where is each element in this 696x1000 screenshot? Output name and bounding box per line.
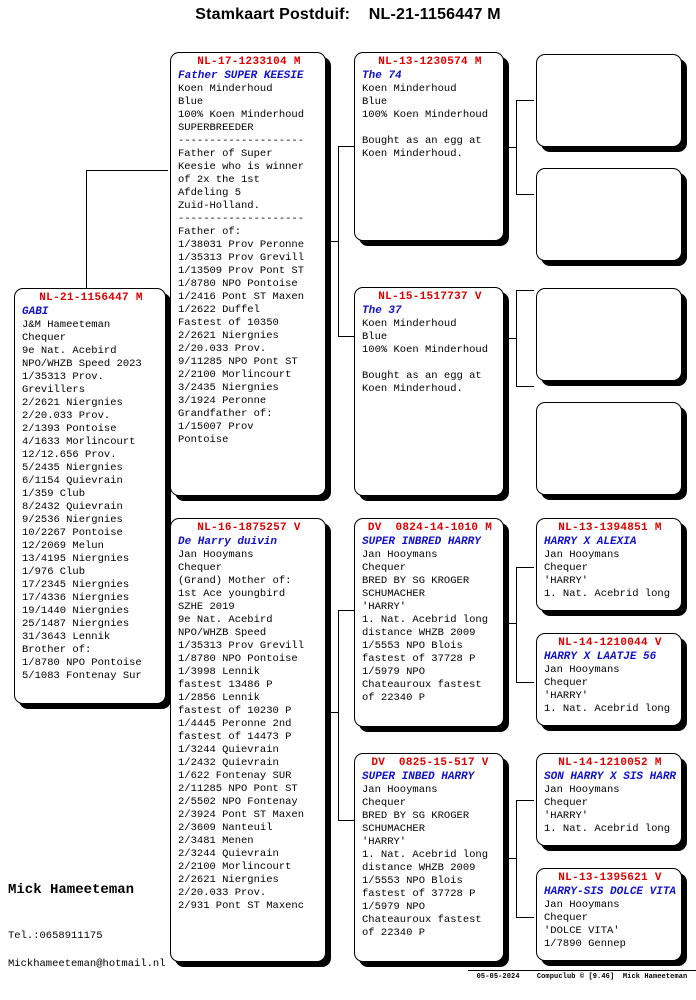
- connector-gp4-to-ggp7: [516, 800, 534, 802]
- card-subject-details: J&M Hameeteman Chequer 9e Nat. Acebird N…: [22, 319, 142, 682]
- card-greatgrandparent-7-ring: NL-14-1210052 M: [558, 757, 662, 769]
- card-greatgrandparent-5-details: Jan Hooymans Chequer 'HARRY' 1. Nat. Ace…: [544, 549, 671, 600]
- card-grandparent-2-nickname: The 37: [362, 305, 402, 317]
- card-greatgrandparent-6-ring: NL-14-1210044 V: [558, 637, 662, 649]
- connector-gp3-vertical: [516, 567, 518, 682]
- card-greatgrandparent-4[interactable]: [536, 402, 682, 495]
- card-father-details: Koen Minderhoud Blue 100% Koen Minderhou…: [178, 83, 305, 446]
- connector-father-stub: [322, 241, 339, 243]
- card-greatgrandparent-5-nickname: HARRY X ALEXIA: [544, 536, 637, 548]
- card-grandparent-2-details: Koen Minderhoud Blue 100% Koen Minderhou…: [362, 318, 489, 395]
- card-grandparent-2-ring: NL-15-1517737 V: [378, 291, 482, 303]
- card-greatgrandparent-2[interactable]: [536, 168, 682, 261]
- card-father-nickname: Father SUPER KEESIE: [178, 70, 304, 82]
- connector-subject-stub: [86, 283, 88, 289]
- card-subject[interactable]: NL-21-1156447 M GABI J&M Hameeteman Cheq…: [14, 288, 166, 704]
- connector-gp3-to-ggp5: [516, 567, 534, 569]
- connector-gp1-to-ggp1: [516, 100, 534, 102]
- card-mother-details: Jan Hooymans Chequer (Grand) Mother of: …: [178, 549, 305, 912]
- card-grandparent-4[interactable]: DV 0825-15-517 V SUPER INBED HARRY Jan H…: [354, 753, 504, 962]
- card-grandparent-3-details: Jan Hooymans Chequer BRED BY SG KROGER S…: [362, 549, 489, 704]
- card-greatgrandparent-7-details: Jan Hooymans Chequer 'HARRY' 1. Nat. Ace…: [544, 784, 671, 835]
- card-mother-nickname: De Harry duivin: [178, 536, 278, 548]
- card-grandparent-1-nickname: The 74: [362, 70, 402, 82]
- card-father-ring: NL-17-1233104 M: [197, 56, 301, 68]
- card-grandparent-3-nickname: SUPER INBRED HARRY: [362, 536, 481, 548]
- card-mother[interactable]: NL-16-1875257 V De Harry duivin Jan Hooy…: [170, 518, 326, 962]
- card-greatgrandparent-8-details: Jan Hooymans Chequer 'DOLCE VITA' 1/7890…: [544, 899, 626, 950]
- card-greatgrandparent-8-nickname: HARRY-SIS DOLCE VITA: [544, 886, 677, 898]
- connector-gp3-to-ggp6: [516, 682, 534, 684]
- owner-name: Mick Hameeteman: [8, 882, 135, 898]
- connector-to-father: [86, 170, 168, 172]
- connector-gp2-to-ggp4: [516, 386, 534, 388]
- card-greatgrandparent-1[interactable]: [536, 54, 682, 147]
- card-greatgrandparent-6-nickname: HARRY X LAATJE 56: [544, 651, 657, 663]
- card-grandparent-2[interactable]: NL-15-1517737 V The 37 Koen Minderhoud B…: [354, 287, 504, 496]
- connector-gp1-stub: [500, 147, 517, 149]
- card-grandparent-1-ring: NL-13-1230574 M: [378, 56, 482, 68]
- card-grandparent-4-details: Jan Hooymans Chequer BRED BY SG KROGER S…: [362, 784, 489, 939]
- card-greatgrandparent-8[interactable]: NL-13-1395621 V HARRY-SIS DOLCE VITA Jan…: [536, 868, 682, 961]
- connector-gp3-stub: [500, 623, 517, 625]
- card-greatgrandparent-7[interactable]: NL-14-1210052 M SON HARRY X SIS HARR Jan…: [536, 753, 682, 846]
- connector-gp2-stub: [500, 338, 517, 340]
- connector-father-to-gp1: [338, 146, 356, 148]
- connector-gp1-to-ggp2: [516, 194, 534, 196]
- owner-email: Mickhameeteman@hotmail.nl: [8, 958, 166, 970]
- footer-divider: [468, 970, 696, 971]
- card-greatgrandparent-8-ring: NL-13-1395621 V: [558, 872, 662, 884]
- card-subject-nickname: GABI: [22, 306, 49, 318]
- card-greatgrandparent-5[interactable]: NL-13-1394851 M HARRY X ALEXIA Jan Hooym…: [536, 518, 682, 611]
- card-father[interactable]: NL-17-1233104 M Father SUPER KEESIE Koen…: [170, 52, 326, 496]
- card-greatgrandparent-5-ring: NL-13-1394851 M: [558, 522, 662, 534]
- page-title: Stamkaart Postduif: NL-21-1156447 M: [195, 6, 501, 23]
- connector-father-to-gp2: [338, 336, 356, 338]
- card-subject-ring: NL-21-1156447 M: [39, 292, 143, 304]
- card-grandparent-4-ring: DV 0825-15-517 V: [371, 757, 489, 769]
- card-greatgrandparent-7-nickname: SON HARRY X SIS HARR: [544, 771, 677, 783]
- connector-mother-to-gp4: [338, 820, 356, 822]
- card-greatgrandparent-6[interactable]: NL-14-1210044 V HARRY X LAATJE 56 Jan Ho…: [536, 633, 682, 726]
- card-grandparent-4-nickname: SUPER INBED HARRY: [362, 771, 475, 783]
- card-greatgrandparent-3[interactable]: [536, 288, 682, 381]
- card-grandparent-1[interactable]: NL-13-1230574 M The 74 Koen Minderhoud B…: [354, 52, 504, 241]
- card-greatgrandparent-6-details: Jan Hooymans Chequer 'HARRY' 1. Nat. Ace…: [544, 664, 671, 715]
- connector-gp4-to-ggp8: [516, 917, 534, 919]
- connector-gp2-to-ggp3: [516, 290, 534, 292]
- card-mother-ring: NL-16-1875257 V: [197, 522, 301, 534]
- owner-phone: Tel.:0658911175: [8, 930, 103, 942]
- footer-text: 05-05-2024 Compuclub © [9.46] Mick Hamee…: [476, 973, 688, 981]
- card-grandparent-3[interactable]: DV 0824-14-1010 M SUPER INBRED HARRY Jan…: [354, 518, 504, 727]
- connector-mother-vertical: [338, 610, 340, 820]
- connector-gp4-stub: [500, 858, 517, 860]
- connector-mother-stub: [322, 712, 339, 714]
- connector-mother-to-gp3: [338, 610, 356, 612]
- card-grandparent-3-ring: DV 0824-14-1010 M: [367, 522, 493, 534]
- card-grandparent-1-details: Koen Minderhoud Blue 100% Koen Minderhou…: [362, 83, 489, 160]
